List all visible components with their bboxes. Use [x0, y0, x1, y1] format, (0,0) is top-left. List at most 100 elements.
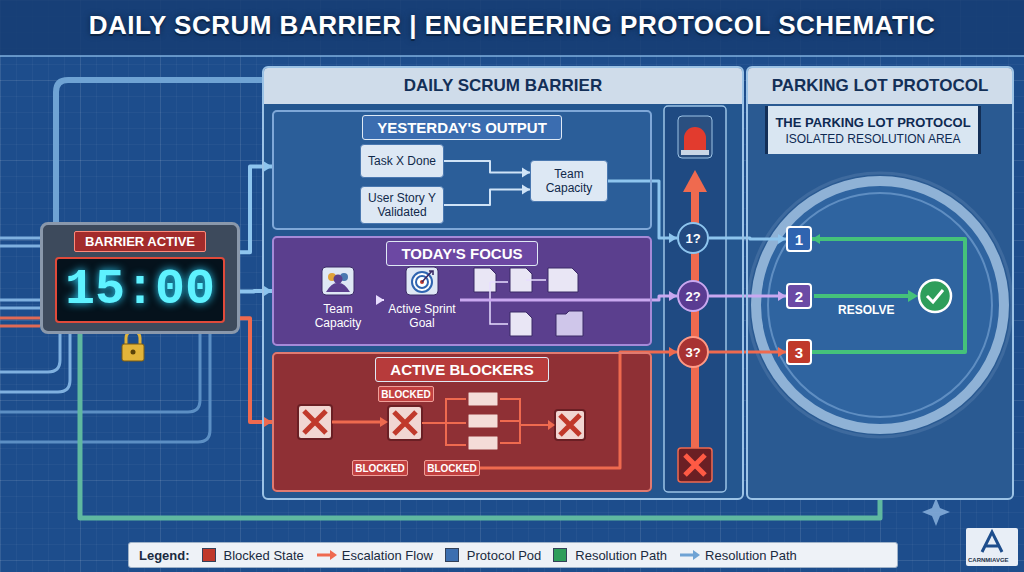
alarm-beacon-part [681, 150, 709, 155]
resolve-path-part [919, 280, 951, 312]
parking-slot: 3 [786, 339, 812, 365]
panel-fill [262, 66, 1014, 500]
connector-line [80, 334, 880, 518]
focus-documents-part [474, 268, 496, 292]
legend-text: Resolution Path [705, 548, 797, 563]
escalation-node: 3? [677, 336, 709, 368]
legend-arrow-line [680, 554, 694, 557]
node-text: BLOCKED [381, 389, 430, 400]
goal-icon [405, 266, 439, 300]
alarm-beacon-part [684, 127, 706, 150]
connector [444, 161, 530, 178]
escalation-arrow-part [678, 448, 712, 482]
legend-arrow [679, 549, 701, 561]
legend-item: Resolution Path [553, 548, 667, 563]
legend-arrow [316, 549, 338, 561]
focus-documents [474, 268, 583, 336]
parking-ring-part [768, 193, 992, 417]
scrum-panel: DAILY SCRUM BARRIER YESTERDAY'S OUTPUT Tas… [262, 66, 744, 500]
parking-slot: 1 [786, 226, 812, 252]
connector-line [240, 318, 272, 422]
blocked-tag: BLOCKED [352, 460, 408, 476]
legend-bar: Legend:Blocked StateEscalation FlowProto… [128, 542, 898, 568]
input-pipes-part [0, 325, 40, 328]
blocker-chain-part [500, 399, 549, 443]
arrow-head [669, 291, 677, 301]
node-text: TODAY'S FOCUS [386, 241, 537, 266]
node-text: 1 [795, 231, 803, 248]
connector [460, 291, 677, 301]
node-text: BLOCKED [355, 463, 404, 474]
connector-line [444, 161, 530, 173]
node-text: Team Capacity [535, 167, 603, 196]
focus-documents-part [490, 280, 546, 324]
parking-ring-part [756, 181, 1004, 429]
blocker-chain-part [380, 417, 388, 427]
team-icon-part [326, 283, 350, 292]
blocker-chain-part [468, 414, 498, 428]
blocked-tag: BLOCKED [424, 460, 480, 476]
node-text: 3 [795, 344, 803, 361]
focus-documents-part [556, 311, 583, 336]
capacity-box: Team Capacity [530, 160, 608, 202]
barrier-timer: BARRIER ACTIVE15:00 [40, 222, 240, 334]
goal-icon-part [412, 272, 432, 292]
node-text: YESTERDAY'S OUTPUT [362, 115, 562, 140]
blocker-chain-part [304, 411, 326, 433]
input-pipes-part [0, 334, 200, 412]
diagram-title: DAILY SCRUM BARRIER | ENGINEERING PROTOC… [0, 10, 1024, 41]
escalation-arrow [678, 170, 712, 482]
blocker-chain-part [468, 392, 498, 406]
story-box: User Story Y Validated [360, 186, 444, 224]
panel-fill-part [272, 236, 652, 346]
blocker-chain-part [555, 410, 585, 440]
lock-icon-part [122, 344, 144, 361]
legend-text: Blocked State [224, 548, 304, 563]
arrow-head [376, 295, 384, 305]
goal-icon: Active Sprint Goal [384, 264, 460, 336]
node-text: DAILY SCRUM BARRIER [264, 68, 742, 104]
connector [444, 184, 530, 205]
blocker-band: ACTIVE BLOCKERSBLOCKEDBLOCKEDBLOCKED [272, 352, 652, 492]
legend-item: Resolution Path [679, 548, 797, 563]
connector [80, 334, 880, 518]
connector [608, 181, 677, 243]
grid-part [0, 0, 1024, 56]
arrow-head [522, 168, 530, 178]
connector-line [444, 189, 530, 205]
resolve-path-part [814, 294, 910, 298]
connector [240, 286, 272, 296]
node-text: Active Sprint Goal [384, 303, 460, 331]
node-text: 15:00 [55, 257, 225, 323]
input-pipes-part [0, 317, 40, 320]
parking-panel: PARKING LOT PROTOCOLTHE PARKING LOT PROT… [746, 66, 1014, 500]
goal-icon-part [406, 267, 438, 295]
blocker-chain-part [388, 406, 422, 440]
team-icon-part [322, 267, 354, 295]
goal-icon-part [422, 271, 433, 282]
input-pipes-part [0, 334, 210, 442]
node-text: 2 [795, 288, 803, 305]
arrow-head [522, 184, 530, 194]
connector-line [240, 166, 272, 252]
team-icon-part [321, 266, 355, 296]
blocker-chain-part [560, 415, 580, 435]
watermark: CARNMIAVGE [968, 557, 1009, 563]
legend-item: Escalation Flow [316, 548, 433, 563]
input-pipes-part [0, 245, 40, 248]
legend-text: Resolution Path [575, 548, 667, 563]
panel-fill-part [272, 352, 652, 492]
input-pipes-part [0, 334, 60, 372]
node-text: Task X Done [368, 154, 436, 168]
sparkle [922, 498, 950, 526]
connector-line [460, 296, 677, 300]
escalation-arrow-part [683, 170, 707, 192]
blocker-chain [298, 392, 585, 450]
node-text: 3? [685, 345, 700, 360]
legend-arrow-head [330, 550, 337, 560]
input-pipes-part [56, 80, 262, 222]
legend-item: Blocked State [202, 548, 304, 563]
protocol-bracket: THE PARKING LOT PROTOCOLISOLATED RESOLUT… [765, 106, 981, 154]
legend-swatch [553, 548, 567, 562]
